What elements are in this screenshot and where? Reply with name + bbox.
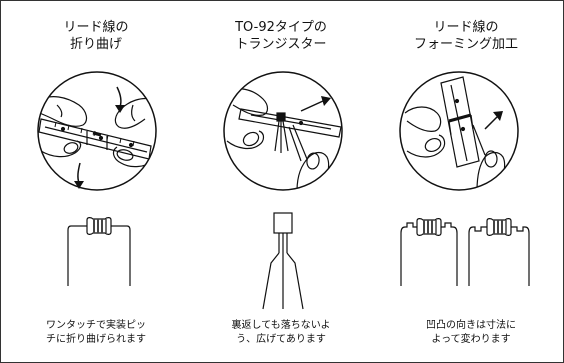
panel3-caption-line2: よって変わります — [431, 334, 511, 345]
panel2-title-line1: TO-92タイプの — [235, 20, 327, 35]
panel1-caption-line2: チに折り曲げられます — [46, 334, 146, 345]
panel3-title: リード線の フォーミング加工 — [381, 19, 551, 53]
forming-tool-illustration — [399, 71, 519, 191]
panel3-title-line1: リード線の — [433, 20, 499, 35]
formed-resistor-diagram-right — [468, 218, 530, 286]
panel2-title: TO-92タイプの トランジスター — [211, 19, 351, 53]
panel2-caption-line1: 裏返しても落ちないよ — [231, 320, 331, 331]
panel1-title-line2: 折り曲げ — [69, 37, 122, 52]
spread-lead-transistor-diagram — [262, 212, 304, 310]
panel1-title: リード線の 折り曲げ — [31, 19, 161, 53]
panel2-title-line2: トランジスター — [235, 37, 327, 52]
bending-tool-illustration — [37, 71, 157, 191]
panel3-title-line2: フォーミング加工 — [413, 37, 518, 52]
panel3-caption: 凹凸の向きは寸法に よって変わります — [396, 319, 546, 347]
panel2-caption-line2: う、広げてあります — [236, 334, 326, 345]
panel2-caption: 裏返しても落ちないよ う、広げてあります — [206, 319, 356, 347]
panel1-caption-line1: ワンタッチで実装ピッ — [46, 320, 146, 331]
bent-resistor-diagram — [67, 217, 131, 286]
formed-resistor-diagram-left — [400, 218, 458, 286]
transistor-tool-illustration — [223, 71, 343, 191]
panel3-caption-line1: 凹凸の向きは寸法に — [426, 320, 516, 331]
panel1-title-line1: リード線の — [63, 20, 129, 35]
panel1-caption: ワンタッチで実装ピッ チに折り曲げられます — [21, 319, 171, 347]
